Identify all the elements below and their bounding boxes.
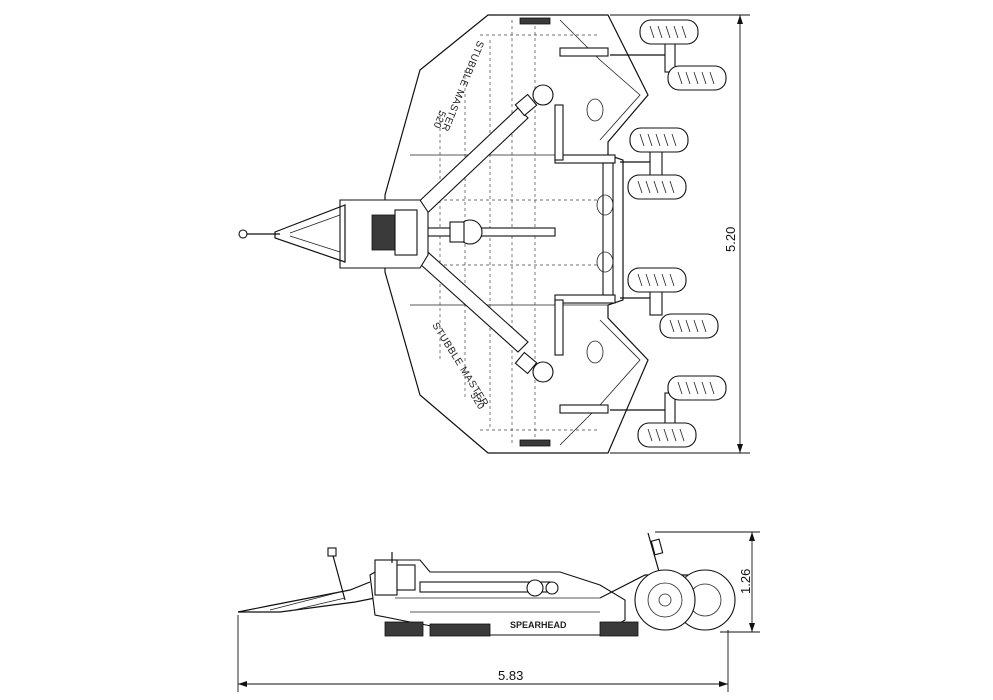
wing-hub-top — [559, 47, 609, 57]
dim-length-arrow-right — [719, 681, 728, 687]
center-rail-bottom — [554, 294, 616, 304]
tyre-2 — [667, 65, 727, 91]
dim-height-arrow-bottom — [749, 623, 755, 632]
tyre-6 — [659, 313, 719, 339]
wing-hub-bottom — [559, 404, 609, 414]
side-drawbar-brace — [269, 591, 346, 612]
tyre-1 — [639, 19, 699, 45]
cover-upper — [586, 98, 604, 122]
pto-housing — [394, 209, 418, 256]
tread-7 — [677, 381, 715, 395]
center-spine — [602, 162, 614, 296]
center-rail-top — [554, 154, 616, 164]
dimension-width: 5.20 — [610, 14, 750, 454]
tread-2 — [677, 71, 715, 85]
side-wheel-front — [634, 569, 696, 631]
side-wheel-front-hub — [658, 593, 672, 607]
shaft-joint-lower — [514, 351, 538, 375]
wing-cylinder-lower — [554, 299, 564, 356]
gearbox-lower — [532, 361, 554, 383]
top-view: STUBBLE MASTER 520 STUBBLE MASTER 520 5.… — [238, 14, 750, 454]
gearbox-upper — [532, 84, 554, 106]
tyre-4 — [627, 174, 687, 200]
dimension-length: 5.83 — [237, 615, 729, 692]
shaft-joint-upper — [514, 93, 538, 117]
drawbar-frame — [274, 204, 346, 263]
tyre-7 — [667, 375, 727, 401]
side-pto-guard — [396, 564, 416, 591]
dim-width-arrow-bottom — [737, 444, 743, 453]
dimension-length-label: 5.83 — [498, 668, 523, 683]
dimension-width-label: 5.20 — [723, 227, 738, 252]
side-chassis-inner — [395, 597, 600, 613]
side-view: SPEARHEAD 1.26 5.83 — [237, 531, 760, 692]
jack-handle — [327, 547, 337, 557]
side-drawbar — [237, 581, 371, 613]
hitch-eye — [238, 229, 248, 239]
wing-edge-upper — [559, 19, 641, 141]
skid-bottom — [519, 439, 551, 447]
center-joint — [449, 221, 465, 243]
side-driveline-gear — [545, 581, 559, 595]
tread-5 — [637, 273, 675, 287]
side-brand: SPEARHEAD — [510, 620, 567, 630]
side-gearbox — [374, 559, 398, 596]
tread-4 — [637, 180, 675, 194]
drive-shaft-upper — [409, 107, 529, 221]
tread-1 — [649, 25, 687, 39]
dim-width-arrow-top — [737, 15, 743, 24]
side-lift-post — [647, 532, 661, 576]
center-shaft — [424, 227, 556, 237]
side-wheel-front-rim — [647, 582, 683, 618]
drawbar-inner — [289, 214, 341, 253]
tyres-top-view — [627, 19, 727, 448]
jack-stand — [331, 551, 346, 601]
side-lift-cap — [650, 538, 664, 556]
skid-top — [519, 17, 551, 25]
drive-shaft-lower — [409, 244, 529, 353]
tyre-8 — [637, 422, 697, 448]
wing-cylinder-upper — [554, 104, 564, 161]
deck-brand-lower: STUBBLE MASTER — [429, 321, 490, 409]
side-skirt-2 — [429, 623, 491, 637]
side-skirt-3 — [599, 621, 639, 637]
side-drawbar-lower — [238, 597, 376, 613]
tread-3 — [639, 133, 677, 147]
side-skirt-1 — [384, 621, 424, 637]
dim-length-arrow-left — [238, 681, 247, 687]
tyre-3 — [629, 127, 689, 153]
dimension-height: 1.26 — [655, 531, 760, 633]
tyre-5 — [627, 267, 687, 293]
tread-6 — [669, 319, 707, 333]
dimension-height-label: 1.26 — [738, 569, 753, 594]
dim-height-arrow-top — [749, 532, 755, 541]
wing-edge-lower — [559, 319, 641, 446]
cover-center-upper — [596, 194, 614, 216]
cover-center-lower — [596, 251, 614, 273]
side-driveline-joint — [526, 579, 544, 597]
tread-8 — [647, 428, 685, 442]
cover-lower — [586, 340, 604, 364]
